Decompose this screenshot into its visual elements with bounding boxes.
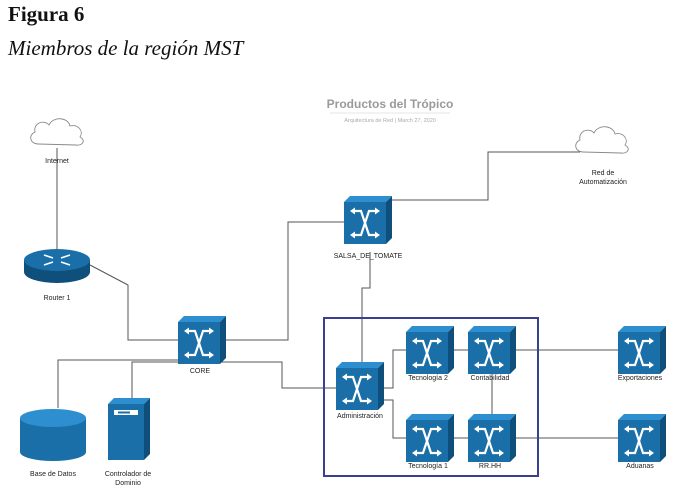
administracion-label: Administración [337,413,383,420]
aduanas-label: Aduanas [626,463,654,470]
core-switch-icon [176,314,228,366]
tecnologia1-label: Tecnología 1 [408,463,448,470]
contabilidad-switch-icon [466,324,518,376]
automation-label-line2: Automatización [579,179,627,186]
router-label: Router 1 [44,295,71,302]
salsa-switch-icon [342,194,394,246]
rrhh-switch-icon [466,412,518,464]
router-icon [24,249,90,283]
database-icon [20,409,86,461]
internet-cloud-icon [30,118,84,146]
controller-label-line1: Controlador de [105,471,151,478]
aduanas-switch-icon [616,412,668,464]
exportaciones-switch-icon [616,324,668,376]
tecnologia1-switch-icon [404,412,456,464]
figure-caption: Miembros de la región MST [8,36,244,60]
database-label: Base de Datos [30,471,76,478]
core-label: CORE [190,368,211,375]
automation-cloud-icon [575,126,629,154]
network-links [56,148,620,439]
tecnologia2-switch-icon [404,324,456,376]
tecnologia2-label: Tecnología 2 [408,375,448,382]
contabilidad-label: Contabilidad [471,375,510,382]
automation-label-line1: Red de [592,170,615,177]
diagram-title: Productos del Trópico [327,97,454,111]
salsa-label: SALSA_DE_TOMATE [334,253,403,260]
figure-label: Figura 6 [8,2,85,26]
server-icon [108,398,150,460]
rrhh-label: RR.HH [479,463,501,470]
internet-label: Internet [45,158,69,165]
mst-region-box [323,317,539,477]
diagram-subtitle: Arquitectura de Red | March 27, 2020 [344,118,436,124]
administracion-switch-icon [334,360,386,412]
exportaciones-label: Exportaciones [618,375,663,382]
controller-label-line2: Dominio [115,480,141,487]
